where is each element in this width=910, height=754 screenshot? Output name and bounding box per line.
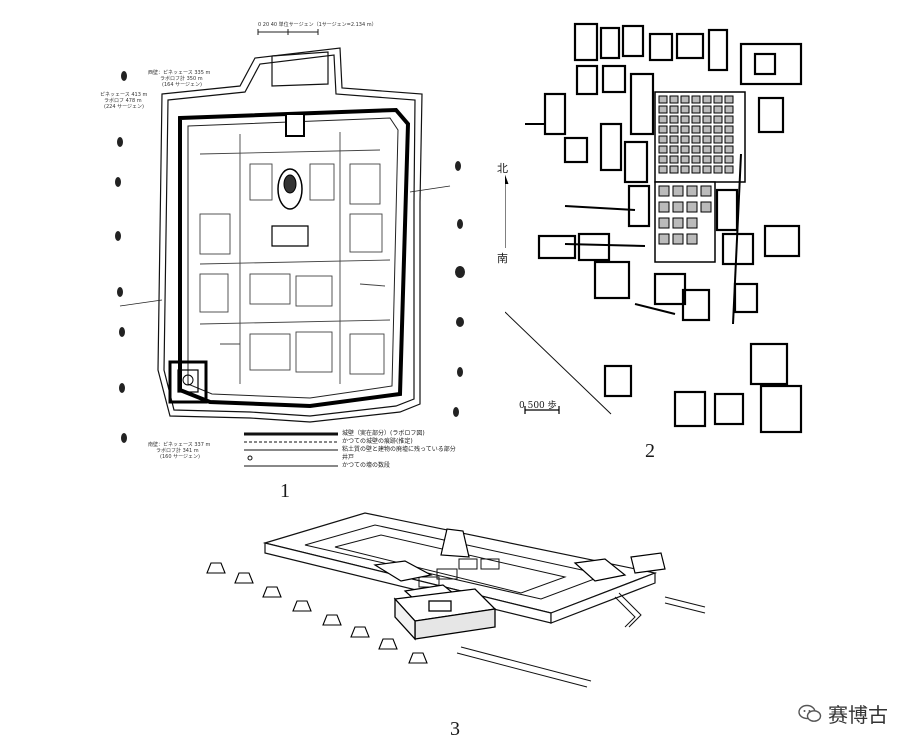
city-wall bbox=[178, 107, 411, 409]
north-gate bbox=[285, 113, 305, 137]
city-plan-drawing bbox=[115, 29, 465, 467]
southwest-citadel bbox=[168, 360, 208, 404]
outer-mounds-east bbox=[453, 161, 465, 417]
settlement-drawing bbox=[505, 22, 803, 434]
south-wall-line-1: 南壁：ピネッェース 337 m bbox=[148, 442, 211, 448]
west-wall-line-3: (164 サージェン) bbox=[162, 82, 202, 88]
figure-1-number: 1 bbox=[280, 480, 290, 502]
watermark-text: 赛博古 bbox=[828, 703, 888, 727]
scale-bar bbox=[257, 29, 319, 35]
reconstruction-drawing bbox=[206, 512, 706, 688]
long-walls bbox=[525, 123, 742, 325]
wechat-icon bbox=[798, 704, 822, 722]
front-gate-block bbox=[393, 588, 497, 641]
figure-3-number: 3 bbox=[450, 718, 460, 740]
figure-3-isometric-reconstruction bbox=[195, 505, 715, 705]
west-wall-line-1: 西壁：ピネッェース 335 m bbox=[148, 70, 211, 76]
legend-item-3: 粘土質の壁と建物の廃墟に残っている部分 bbox=[342, 446, 456, 453]
west-wall-line-2: ラボロフ計 350 m bbox=[160, 76, 203, 82]
scattered-compounds bbox=[537, 22, 803, 434]
scale-caption: 0 20 40 単位サージェン（1サージェン=2.134 m） bbox=[258, 22, 377, 28]
settlement-scale-bar bbox=[524, 406, 560, 414]
settlement-scale-label: 0 500 歩 bbox=[519, 401, 557, 411]
compass-south-label: 南 bbox=[497, 252, 508, 265]
south-wall-line-3: (160 サージェン) bbox=[160, 454, 200, 460]
outer-moat bbox=[157, 47, 423, 423]
north-wall-line-1: ピネッェース 413 m bbox=[100, 92, 148, 98]
legend-swatches bbox=[244, 432, 338, 467]
figure-1-city-plan: 0 20 40 単位サージェン（1サージェン=2.134 m） 西壁：ピネッェー… bbox=[100, 14, 475, 474]
compass-north-label: 北 bbox=[497, 162, 508, 175]
gate-markers bbox=[119, 185, 451, 307]
diagonal-river bbox=[505, 311, 612, 415]
figure-2-settlement-plan: 北 南 0 500 歩 bbox=[497, 14, 835, 434]
north-wall-line-3: (224 サージェン) bbox=[104, 104, 144, 110]
internal-compounds bbox=[199, 132, 391, 384]
legend-item-5: かつての壕の数段 bbox=[342, 462, 391, 469]
approach-roads bbox=[456, 592, 706, 688]
legend-item-4: 井戸 bbox=[342, 454, 355, 461]
north-wall-line-2: ラボロフ 478 m bbox=[104, 98, 142, 104]
central-mound-3d bbox=[440, 528, 470, 558]
cluster-cells bbox=[658, 95, 734, 245]
compass-arrow-icon bbox=[505, 174, 509, 248]
south-wall-line-2: ラボロフ計 341 m bbox=[156, 448, 199, 454]
legend-item-1: 城壁（実在部分）(ラボロフ図) bbox=[342, 430, 425, 437]
legend-item-2: かつての城壁の痕跡(推定) bbox=[342, 438, 413, 445]
watermark: 赛博古 bbox=[798, 699, 888, 728]
figure-2-number: 2 bbox=[645, 440, 655, 462]
central-mound bbox=[271, 168, 309, 247]
outer-mound-row bbox=[206, 562, 428, 664]
inner-wall-line bbox=[187, 117, 399, 399]
outer-mounds-west bbox=[115, 71, 127, 443]
